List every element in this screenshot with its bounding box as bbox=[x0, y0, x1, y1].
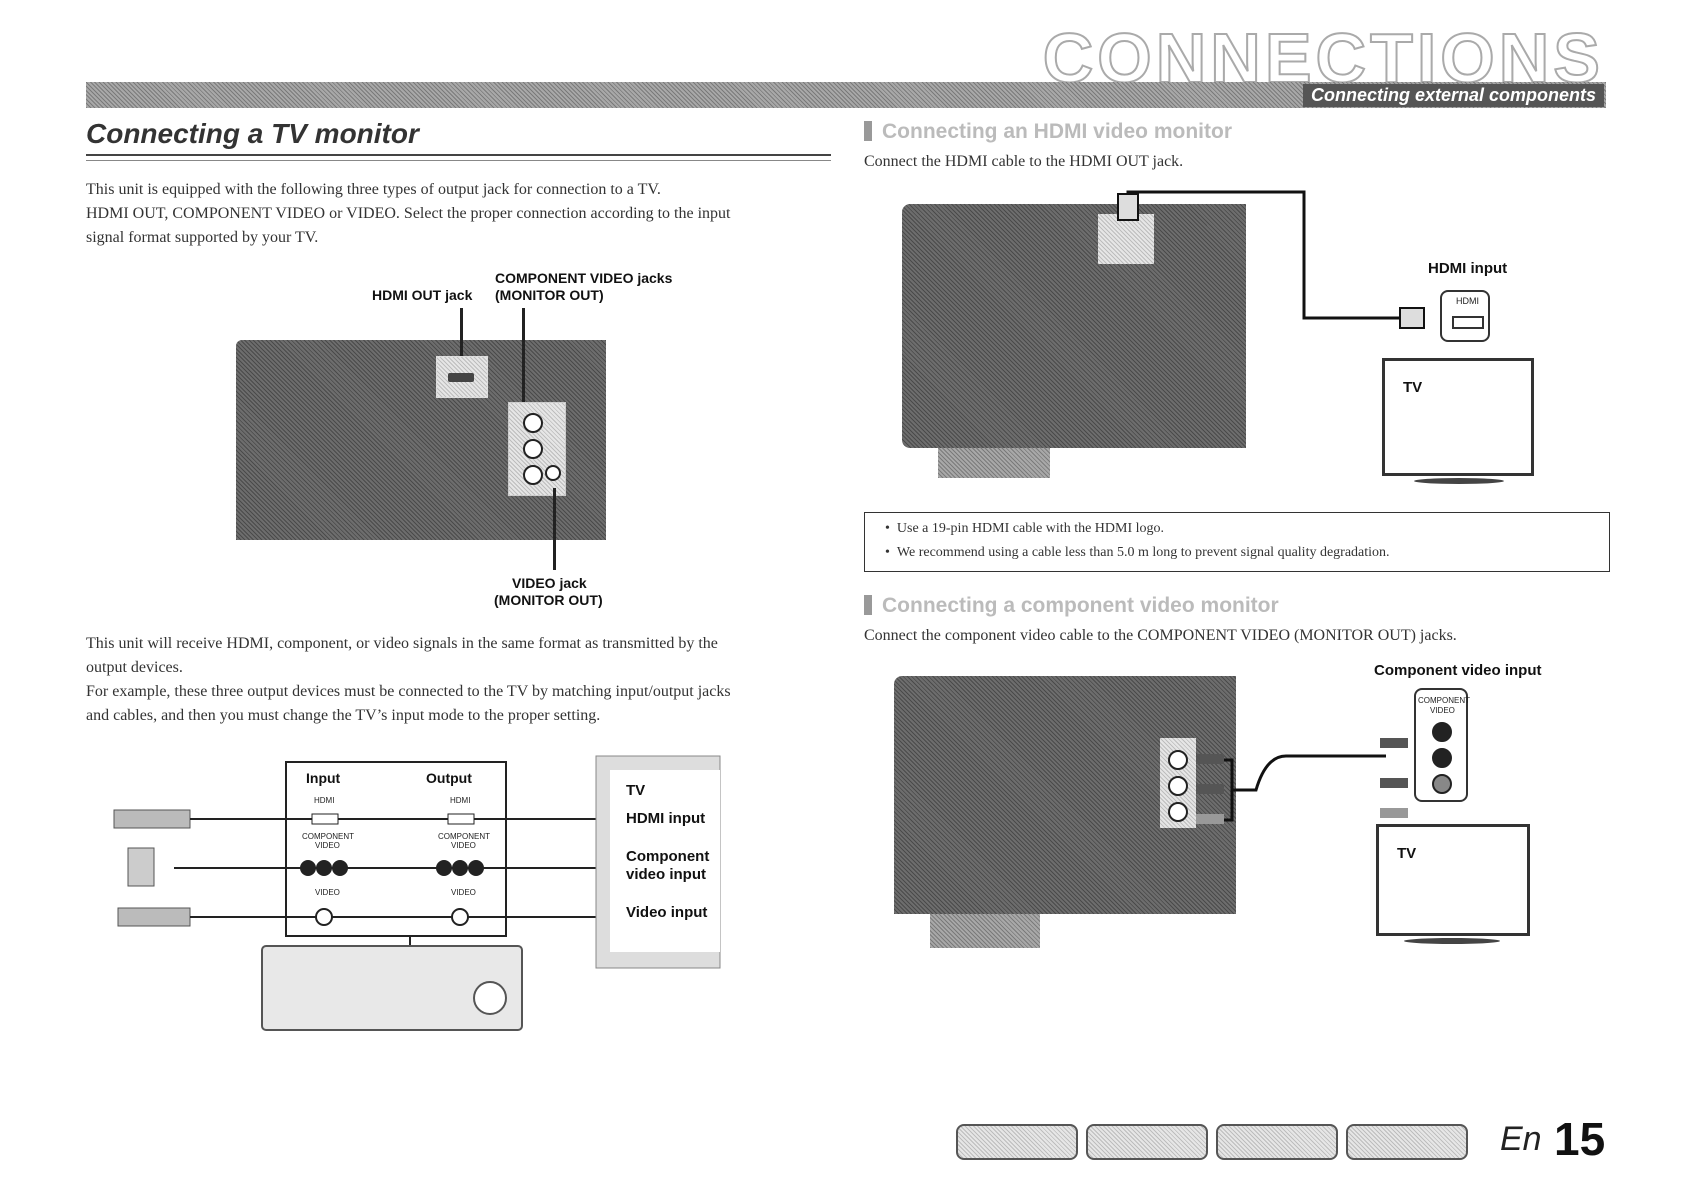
pb-input-jack-icon bbox=[1432, 748, 1452, 768]
hdmi-section-title-text: Connecting an HDMI video monitor bbox=[882, 120, 1232, 143]
title-rule bbox=[86, 154, 831, 156]
component-input-label-2: video input bbox=[626, 866, 706, 883]
note-item: • Use a 19-pin HDMI cable with the HDMI … bbox=[885, 521, 1165, 536]
pr-jack-icon bbox=[1168, 750, 1188, 770]
hdmi-input-label: HDMI input bbox=[626, 810, 706, 827]
body-paragraph: This unit will receive HDMI, component, … bbox=[86, 632, 846, 728]
component-output-tag-2: VIDEO bbox=[451, 841, 476, 850]
y-jack-icon bbox=[1168, 802, 1188, 822]
chapter-subtitle: Connecting external components bbox=[1302, 84, 1604, 107]
component-jacks-label: COMPONENT VIDEO jacks bbox=[495, 270, 673, 286]
intro-line: This unit is equipped with the following… bbox=[86, 181, 661, 198]
input-header: Input bbox=[306, 770, 341, 786]
component-section-title: Connecting a component video monitor bbox=[864, 594, 1279, 618]
rear-panel-icon[interactable] bbox=[1086, 1124, 1208, 1160]
hdmi-port-icon bbox=[1452, 316, 1484, 329]
component-cable bbox=[1196, 738, 1408, 824]
hdmi-port-icon bbox=[448, 373, 474, 382]
video-monitor-out-label: (MONITOR OUT) bbox=[494, 592, 603, 608]
intro-paragraph: This unit is equipped with the following… bbox=[86, 178, 846, 250]
component-section-title-text: Connecting a component video monitor bbox=[882, 594, 1279, 617]
hdmi-tag: HDMI bbox=[1456, 296, 1479, 306]
tv-monitor: TV bbox=[1382, 358, 1534, 476]
component-monitor-out-label: (MONITOR OUT) bbox=[495, 287, 604, 303]
video-leader-line bbox=[553, 488, 556, 570]
pb-jack-icon bbox=[523, 439, 543, 459]
tv-label: TV bbox=[626, 782, 646, 799]
tv-monitor: TV bbox=[1376, 824, 1530, 936]
note-item: • We recommend using a cable less than 5… bbox=[885, 545, 1390, 560]
component-tag: COMPONENT bbox=[1418, 696, 1470, 705]
body-line: output devices. bbox=[86, 659, 183, 676]
body-line: This unit will receive HDMI, component, … bbox=[86, 635, 718, 652]
tv-label: TV bbox=[1397, 845, 1417, 862]
hdmi-notes-box: • Use a 19-pin HDMI cable with the HDMI … bbox=[864, 512, 1610, 572]
hdmi-out-jack bbox=[1098, 214, 1154, 264]
front-panel-icon[interactable] bbox=[956, 1124, 1078, 1160]
hdmi-input-callout: HDMI bbox=[1440, 290, 1490, 342]
hdmi-input-label: HDMI input bbox=[1428, 260, 1508, 277]
pb-jack-icon bbox=[1168, 776, 1188, 796]
component-input-callout: COMPONENT VIDEO bbox=[1414, 688, 1470, 802]
video-input-tag: VIDEO bbox=[315, 888, 340, 897]
video-tag: VIDEO bbox=[1430, 706, 1455, 715]
panel-foot bbox=[938, 448, 1050, 478]
tv-stand bbox=[1404, 938, 1500, 944]
hdmi-out-label: HDMI OUT jack bbox=[372, 287, 473, 303]
hdmi-cable bbox=[1117, 190, 1425, 329]
video-output-tag: VIDEO bbox=[451, 888, 476, 897]
language-code: En bbox=[1500, 1120, 1542, 1158]
connection-diagram bbox=[113, 755, 721, 1031]
hdmi-leader-line bbox=[460, 308, 463, 360]
component-instruction: Connect the component video cable to the… bbox=[864, 627, 1457, 644]
section-title: Connecting a TV monitor bbox=[86, 118, 419, 149]
section-marker bbox=[864, 121, 872, 141]
title-rule bbox=[86, 160, 831, 161]
hdmi-section-title: Connecting an HDMI video monitor bbox=[864, 120, 1232, 144]
component-input-tag-2: VIDEO bbox=[315, 841, 340, 850]
component-leader-line bbox=[522, 308, 525, 404]
video-jack-icon bbox=[545, 465, 561, 481]
body-line: For example, these three output devices … bbox=[86, 683, 731, 700]
video-jack-label: VIDEO jack bbox=[512, 575, 587, 591]
section-marker bbox=[864, 595, 872, 615]
intro-line: HDMI OUT, COMPONENT VIDEO or VIDEO. Sele… bbox=[86, 205, 731, 222]
hdmi-rear-panel bbox=[902, 204, 1246, 448]
panel-foot bbox=[930, 914, 1040, 948]
pr-jack-icon bbox=[523, 413, 543, 433]
component-input-tag: COMPONENT bbox=[302, 832, 354, 841]
body-line: and cables, and then you must change the… bbox=[86, 707, 601, 724]
output-header: Output bbox=[426, 770, 472, 786]
remote-icon[interactable] bbox=[1346, 1124, 1468, 1160]
hdmi-input-tag: HDMI bbox=[314, 796, 335, 805]
hdmi-output-tag: HDMI bbox=[450, 796, 471, 805]
tv-label: TV bbox=[1403, 379, 1423, 396]
display-icon[interactable] bbox=[1216, 1124, 1338, 1160]
video-input-label: Video input bbox=[626, 904, 708, 921]
hdmi-out-jack bbox=[436, 356, 488, 398]
component-jack-panel bbox=[508, 402, 566, 496]
tv-stand bbox=[1414, 478, 1504, 484]
note-text: Use a 19-pin HDMI cable with the HDMI lo… bbox=[896, 521, 1165, 536]
y-jack-icon bbox=[523, 465, 543, 485]
intro-line: signal format supported by your TV. bbox=[86, 229, 319, 246]
component-output-tag: COMPONENT bbox=[438, 832, 490, 841]
note-text: We recommend using a cable less than 5.0… bbox=[896, 545, 1390, 560]
hdmi-instruction: Connect the HDMI cable to the HDMI OUT j… bbox=[864, 153, 1184, 170]
pr-input-jack-icon bbox=[1432, 722, 1452, 742]
component-input-label: Component video input bbox=[1374, 662, 1542, 679]
component-input-label: Component bbox=[626, 848, 710, 865]
y-input-jack-icon bbox=[1432, 774, 1452, 794]
page-number: 15 bbox=[1554, 1113, 1606, 1165]
component-out-jacks bbox=[1160, 738, 1196, 828]
